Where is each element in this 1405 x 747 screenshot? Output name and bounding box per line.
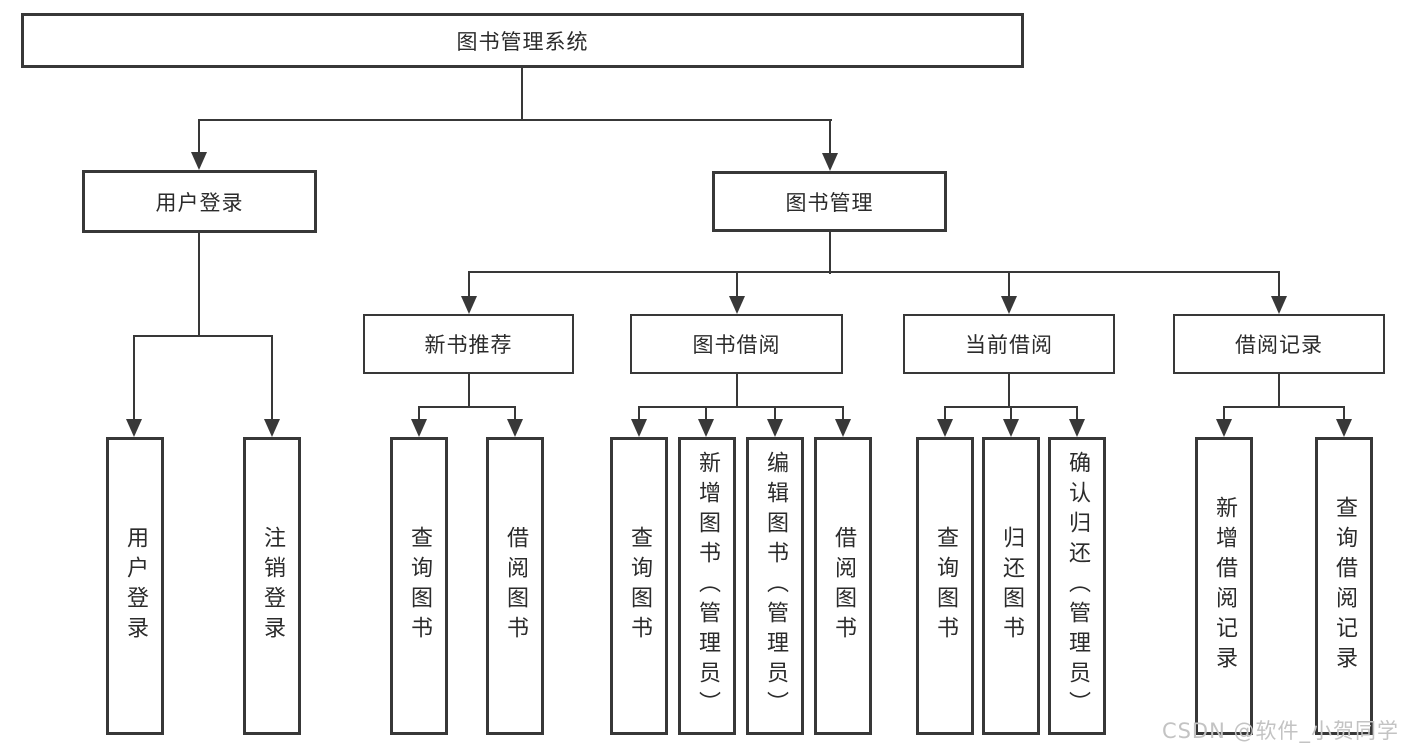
node-book-borrow: 图书借阅 bbox=[630, 314, 843, 374]
leaf-add-book-admin-label: 新增图书（管理员） bbox=[695, 451, 720, 721]
arrow-leaf-logout bbox=[264, 419, 280, 437]
connector-borrow-records-stem bbox=[1278, 374, 1280, 408]
leaf-add-borrow-record-label: 新增借阅记录 bbox=[1212, 496, 1237, 676]
leaf-confirm-return-admin-label: 确认归还（管理员） bbox=[1065, 451, 1090, 721]
arrow-edit-book-admin bbox=[767, 419, 783, 437]
arrow-query-books-2 bbox=[631, 419, 647, 437]
arrow-query-borrow-record bbox=[1336, 419, 1352, 437]
leaf-add-book-admin: 新增图书（管理员） bbox=[678, 437, 736, 735]
connector-user-login-stem bbox=[198, 233, 200, 337]
connector-drop-confirm-return-admin bbox=[1076, 406, 1078, 421]
leaf-return-books: 归还图书 bbox=[982, 437, 1040, 735]
leaf-borrow-books-2-label: 借阅图书 bbox=[831, 526, 856, 646]
arrow-borrow-books-1 bbox=[507, 419, 523, 437]
arrow-current-borrow bbox=[1001, 296, 1017, 314]
connector-drop-edit-book-admin bbox=[774, 406, 776, 421]
connector-drop-query-books-3 bbox=[944, 406, 946, 421]
node-user-login: 用户登录 bbox=[82, 170, 317, 233]
connector-user-login-hbar bbox=[133, 335, 273, 337]
node-current-borrow-label: 当前借阅 bbox=[965, 333, 1053, 357]
leaf-query-borrow-record-label: 查询借阅记录 bbox=[1332, 496, 1357, 676]
arrow-leaf-user-login bbox=[126, 419, 142, 437]
connector-root-stem bbox=[521, 68, 523, 121]
connector-root-hbar bbox=[198, 119, 832, 121]
leaf-logout: 注销登录 bbox=[243, 437, 301, 735]
connector-book-management-hbar bbox=[468, 271, 1280, 273]
node-book-borrow-label: 图书借阅 bbox=[692, 333, 781, 357]
connector-drop-current-borrow bbox=[1008, 271, 1010, 297]
leaf-query-books-3-label: 查询图书 bbox=[933, 526, 958, 646]
node-book-management-label: 图书管理 bbox=[785, 190, 874, 215]
connector-drop-user-login bbox=[198, 119, 200, 153]
arrow-user-login bbox=[191, 152, 207, 170]
node-current-borrow: 当前借阅 bbox=[903, 314, 1115, 374]
connector-book-borrow-hbar bbox=[638, 406, 844, 408]
node-root: 图书管理系统 bbox=[21, 13, 1024, 68]
csdn-watermark: CSDN @软件_小贺同学 bbox=[1161, 719, 1399, 743]
connector-new-book-recommend-stem bbox=[468, 374, 470, 408]
connector-drop-add-book-admin bbox=[705, 406, 707, 421]
arrow-confirm-return-admin bbox=[1069, 419, 1085, 437]
leaf-add-borrow-record: 新增借阅记录 bbox=[1195, 437, 1253, 735]
connector-drop-borrow-books-2 bbox=[842, 406, 844, 421]
arrow-book-borrow bbox=[729, 296, 745, 314]
leaf-user-login: 用户登录 bbox=[106, 437, 164, 735]
connector-new-book-recommend-hbar bbox=[418, 406, 516, 408]
arrow-borrow-books-2 bbox=[835, 419, 851, 437]
connector-borrow-records-hbar bbox=[1223, 406, 1345, 408]
connector-drop-query-books-2 bbox=[638, 406, 640, 421]
connector-drop-book-management bbox=[829, 119, 831, 154]
leaf-query-books-1: 查询图书 bbox=[390, 437, 448, 735]
node-book-management: 图书管理 bbox=[712, 171, 947, 232]
arrow-query-books-1 bbox=[411, 419, 427, 437]
arrow-add-book-admin bbox=[698, 419, 714, 437]
connector-drop-return-books bbox=[1010, 406, 1012, 421]
connector-drop-query-borrow-record bbox=[1343, 406, 1345, 421]
connector-drop-book-borrow bbox=[736, 271, 738, 297]
leaf-user-login-label: 用户登录 bbox=[123, 526, 148, 646]
connector-drop-add-borrow-record bbox=[1223, 406, 1225, 421]
connector-drop-new-book-recommend bbox=[468, 271, 470, 297]
leaf-logout-label: 注销登录 bbox=[260, 526, 285, 646]
arrow-new-book-recommend bbox=[461, 296, 477, 314]
leaf-edit-book-admin-label: 编辑图书（管理员） bbox=[763, 451, 788, 721]
leaf-borrow-books-2: 借阅图书 bbox=[814, 437, 872, 735]
connector-current-borrow-stem bbox=[1008, 374, 1010, 408]
arrow-borrow-records bbox=[1271, 296, 1287, 314]
node-new-book-recommend: 新书推荐 bbox=[363, 314, 574, 374]
leaf-query-books-2: 查询图书 bbox=[610, 437, 668, 735]
connector-book-management-stem bbox=[829, 232, 831, 274]
node-borrow-records-label: 借阅记录 bbox=[1235, 333, 1323, 357]
leaf-query-books-1-label: 查询图书 bbox=[407, 526, 432, 646]
arrow-add-borrow-record bbox=[1216, 419, 1232, 437]
arrow-query-books-3 bbox=[937, 419, 953, 437]
node-user-login-label: 用户登录 bbox=[155, 190, 244, 215]
arrow-book-management bbox=[822, 153, 838, 171]
node-root-label: 图书管理系统 bbox=[456, 29, 589, 54]
leaf-borrow-books-1: 借阅图书 bbox=[486, 437, 544, 735]
leaf-edit-book-admin: 编辑图书（管理员） bbox=[746, 437, 804, 735]
connector-drop-borrow-books-1 bbox=[514, 406, 516, 421]
leaf-return-books-label: 归还图书 bbox=[999, 526, 1024, 646]
leaf-confirm-return-admin: 确认归还（管理员） bbox=[1048, 437, 1106, 735]
leaf-query-books-2-label: 查询图书 bbox=[627, 526, 652, 646]
connector-drop-borrow-records bbox=[1278, 271, 1280, 297]
connector-book-borrow-stem bbox=[736, 374, 738, 408]
connector-drop-query-books-1 bbox=[418, 406, 420, 421]
leaf-query-books-3: 查询图书 bbox=[916, 437, 974, 735]
leaf-query-borrow-record: 查询借阅记录 bbox=[1315, 437, 1373, 735]
node-new-book-recommend-label: 新书推荐 bbox=[424, 333, 513, 357]
connector-drop-leaf-user-login bbox=[133, 335, 135, 420]
arrow-return-books bbox=[1003, 419, 1019, 437]
leaf-borrow-books-1-label: 借阅图书 bbox=[503, 526, 528, 646]
node-borrow-records: 借阅记录 bbox=[1173, 314, 1385, 374]
connector-drop-leaf-logout bbox=[271, 335, 273, 420]
